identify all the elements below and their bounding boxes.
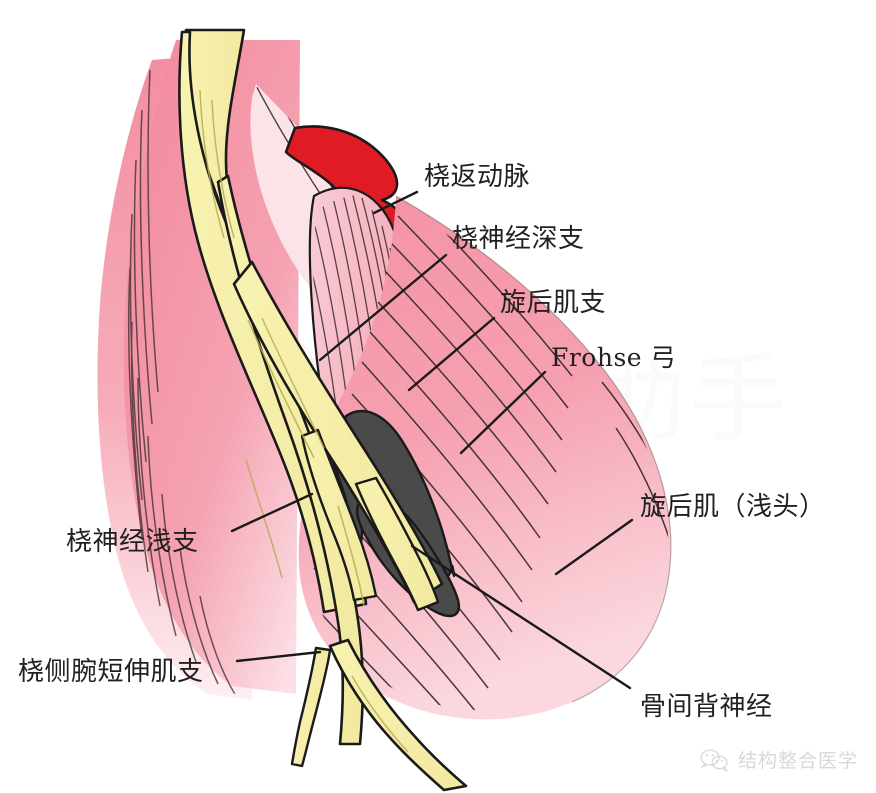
leader-deep-branch: [318, 253, 448, 362]
leader-superficial-branch: [230, 492, 314, 533]
leader-posterior-interosseous: [410, 544, 632, 690]
leader-frohse-arch: [459, 370, 547, 455]
label-frohse-arch: Frohse 弓: [551, 343, 677, 372]
brand-watermark-text: 结构整合医学: [737, 750, 858, 772]
nerve-fascicle-lines: [199, 89, 409, 753]
label-branch-to-ecrb: 桡侧腕短伸肌支: [18, 657, 204, 687]
leader-supinator-branch: [407, 316, 496, 392]
label-deep-branch-radial-nerve: 桡神经深支: [452, 224, 585, 254]
label-superficial-branch-radial-nerve: 桡神经浅支: [66, 527, 199, 557]
brachioradialis-striations: [128, 69, 241, 700]
brand-watermark: 结构整合医学: [699, 746, 858, 773]
posterior-interosseous-nerve: [354, 476, 440, 612]
leader-supinator-superficial-head: [554, 518, 634, 576]
supinator-branch: [300, 428, 378, 602]
leader-lines: [230, 190, 634, 690]
leader-branch-to-ecrb: [235, 650, 322, 663]
label-supinator-branch: 旋后肌支: [500, 288, 607, 318]
nerve-distal-continuation: [328, 638, 468, 792]
branch-to-ecrb: [290, 646, 332, 768]
label-posterior-interosseous-nerve: 骨间背神经: [640, 692, 773, 722]
brachioradialis-muscle: [123, 40, 300, 694]
supinator-muscle: [298, 196, 671, 720]
leader-radial-recurrent-artery: [372, 190, 419, 215]
label-supinator-superficial-head: 旋后肌（浅头）: [640, 492, 826, 522]
wechat-logo-icon: [699, 748, 729, 772]
supinator-outline: [395, 195, 672, 703]
label-radial-recurrent-artery: 桡返动脉: [424, 162, 531, 192]
